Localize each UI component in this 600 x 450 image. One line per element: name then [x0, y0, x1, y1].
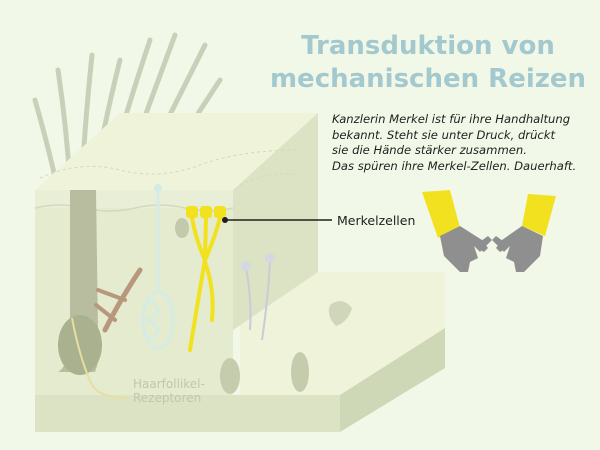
hair-follicle-nerve [71, 317, 129, 399]
skin-lower-front [35, 395, 340, 432]
note-line: Kanzlerin Merkel ist für ihre Handhaltun… [332, 112, 571, 126]
skin-top-surface [35, 113, 318, 190]
page-title: Transduktion von mechanischen Reizen [268, 30, 588, 96]
skin-side-face [233, 113, 318, 330]
receptor-label-line: Haarfollikel- [133, 377, 205, 391]
note-line: Das spüren ihre Merkel-Zellen. Dauerhaft… [332, 158, 577, 173]
title-line: Transduktion von [301, 31, 555, 61]
nerve-fiber-icon [141, 190, 175, 350]
ruffini-receptor [245, 261, 271, 341]
hair-follicle-receptor-label: Haarfollikel- Rezeptoren [133, 377, 223, 405]
merkel-cells-label: Merkelzellen [337, 213, 416, 228]
hair-follicle-icon [58, 190, 143, 375]
merkel-cell-icon [186, 206, 226, 218]
note-line: bekannt. Steht sie unter Druck, drückt [332, 127, 556, 142]
title-line: mechanischen Reizen [269, 64, 587, 94]
merkel-note: Kanzlerin Merkel ist für ihre Handhaltun… [332, 112, 594, 174]
sleeve-icon [422, 190, 556, 238]
merkel-nerve [188, 216, 222, 352]
skin-lower-side [340, 328, 445, 432]
note-line: sie die Hände stärker zusammen. [332, 143, 527, 157]
merkel-hands-icon [422, 190, 556, 272]
receptor-label-line: Rezeptoren [133, 391, 202, 405]
skin-lower-top [240, 272, 445, 395]
